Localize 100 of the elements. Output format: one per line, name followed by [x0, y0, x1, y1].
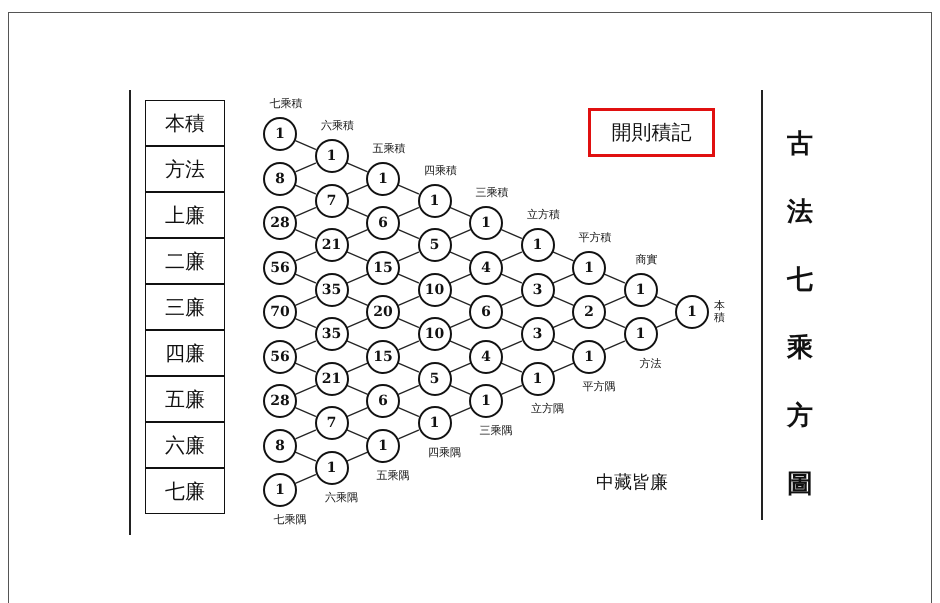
- number-circle: 10: [418, 272, 452, 307]
- number-circle: 4: [469, 340, 503, 374]
- side-label: 四乘積: [424, 164, 457, 177]
- connector-line: [398, 184, 420, 195]
- number-circle: 7: [314, 184, 348, 218]
- number-circle: 7: [314, 406, 348, 440]
- connector-line: [501, 362, 522, 373]
- number-circle: 1: [572, 340, 606, 374]
- connector-line: [604, 296, 626, 306]
- number-circle: 28: [263, 206, 297, 240]
- connector-line: [346, 452, 368, 462]
- connector-line: [450, 274, 471, 284]
- number-circle: 8: [263, 428, 297, 462]
- number-circle: 70: [263, 295, 297, 329]
- number-circle: 1: [314, 450, 348, 485]
- connector-line: [398, 384, 420, 395]
- side-label: 四乘隅: [428, 447, 461, 460]
- connector-line: [501, 340, 522, 350]
- connector-line: [450, 340, 471, 350]
- side-label: 本積: [714, 300, 726, 324]
- side-label: 平方積: [578, 232, 612, 244]
- connector-line: [295, 206, 316, 217]
- connector-line: [552, 296, 574, 306]
- side-label: 三乘隅: [480, 425, 512, 437]
- table-cell: 本積: [145, 100, 225, 146]
- number-circle: 20: [366, 295, 400, 329]
- connector-line: [450, 362, 471, 373]
- connector-line: [501, 251, 522, 262]
- number-circle: 15: [366, 340, 400, 374]
- connector-line: [346, 429, 368, 440]
- number-circle: 6: [366, 206, 400, 240]
- table-cell: 七廉: [145, 468, 225, 514]
- connector-line: [346, 296, 368, 306]
- connector-line: [295, 274, 316, 284]
- connector-line: [346, 362, 368, 373]
- connector-line: [346, 318, 368, 328]
- number-circle: 21: [314, 362, 348, 396]
- number-circle: 1: [263, 473, 297, 507]
- number-circle: 1: [366, 162, 400, 196]
- table-cell: 五廉: [145, 376, 225, 422]
- connector-line: [552, 340, 574, 350]
- number-circle: 1: [624, 317, 658, 352]
- number-circle: 1: [675, 295, 709, 329]
- connector-line: [604, 318, 626, 328]
- number-circle: 15: [366, 250, 400, 284]
- number-circle: 1: [520, 228, 554, 262]
- connector-line: [295, 140, 316, 150]
- side-label: 平方隅: [582, 380, 616, 392]
- number-circle: 1: [572, 250, 606, 284]
- side-label: 立方積: [527, 209, 560, 222]
- number-circle: 10: [418, 317, 452, 352]
- connector-line: [346, 251, 368, 262]
- number-circle: 2: [572, 295, 606, 329]
- connector-line: [501, 384, 522, 395]
- connector-line: [346, 274, 368, 284]
- connector-line: [450, 206, 471, 217]
- connector-line: [398, 296, 420, 306]
- connector-line: [346, 407, 368, 418]
- number-circle: 35: [314, 272, 348, 307]
- connector-line: [450, 318, 471, 328]
- connector-line: [450, 407, 471, 418]
- side-label: 六乘隅: [325, 492, 358, 504]
- connector-line: [501, 296, 522, 306]
- connector-line: [295, 429, 316, 440]
- connector-line: [346, 340, 368, 350]
- side-label: 商實: [636, 254, 658, 266]
- number-circle: 21: [314, 228, 348, 262]
- connector-line: [295, 407, 316, 418]
- connector-line: [552, 362, 574, 373]
- connector-line: [552, 274, 574, 284]
- connector-line: [604, 340, 626, 350]
- connector-line: [450, 229, 471, 240]
- side-label: 七乘隅: [274, 514, 306, 526]
- connector-line: [398, 206, 420, 217]
- side-label: 方法: [640, 358, 662, 370]
- number-circle: 56: [263, 340, 297, 374]
- number-circle: 5: [418, 362, 452, 396]
- table-cell: 四廉: [145, 330, 225, 376]
- connector-line: [295, 384, 316, 395]
- number-circle: 1: [520, 362, 554, 396]
- connector-line: [295, 452, 316, 462]
- side-label: 五乘隅: [376, 470, 410, 482]
- number-circle: 1: [314, 139, 348, 174]
- number-circle: 3: [520, 317, 554, 352]
- connector-line: [398, 362, 420, 373]
- number-circle: 5: [418, 228, 452, 262]
- connector-line: [295, 251, 316, 262]
- number-circle: 1: [624, 272, 658, 307]
- number-circle: 1: [469, 384, 503, 418]
- side-label: 六乘積: [321, 120, 354, 132]
- connector-line: [398, 429, 420, 440]
- connector-line: [398, 229, 420, 240]
- connector-line: [295, 318, 316, 328]
- connector-line: [295, 340, 316, 350]
- connector-line: [450, 251, 471, 262]
- connector-line: [552, 251, 574, 262]
- connector-line: [295, 184, 316, 195]
- connector-line: [346, 184, 368, 195]
- note-text: 中藏皆廉: [596, 471, 668, 494]
- number-circle: 4: [469, 250, 503, 284]
